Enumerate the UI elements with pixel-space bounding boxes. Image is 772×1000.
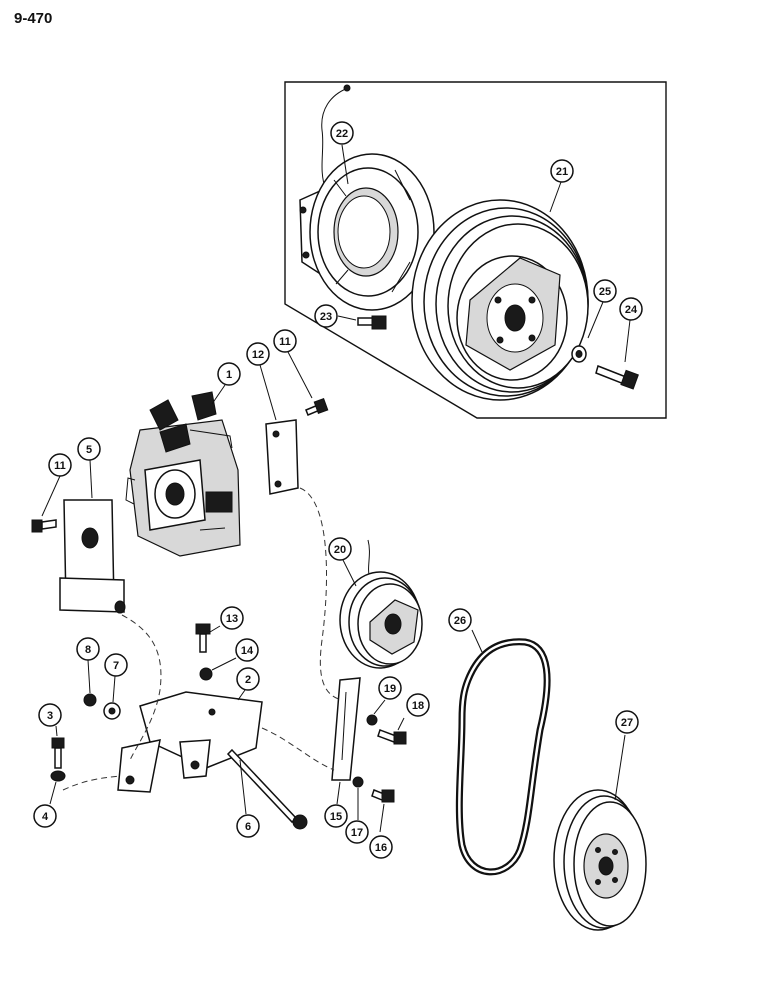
svg-text:11: 11	[279, 336, 291, 348]
svg-text:23: 23	[320, 311, 332, 323]
mounting-bracket-2	[117, 691, 263, 793]
compressor	[125, 391, 241, 557]
svg-text:19: 19	[384, 683, 396, 695]
svg-text:18: 18	[412, 700, 424, 712]
washer-19	[366, 714, 378, 726]
callout-23: 23	[314, 304, 338, 328]
svg-text:5: 5	[86, 444, 92, 456]
page-number: 9-470	[14, 10, 53, 27]
callout-4: 4	[33, 804, 57, 828]
callout-21: 21	[550, 159, 574, 183]
adjusting-strap-15	[331, 677, 361, 781]
long-bolt-6	[226, 748, 298, 824]
svg-text:15: 15	[330, 811, 342, 823]
washer-17	[352, 776, 364, 788]
mounting-plate-5	[59, 499, 126, 614]
svg-text:11: 11	[54, 460, 66, 472]
callout-2: 2	[236, 667, 260, 691]
svg-text:8: 8	[85, 644, 91, 656]
callout-1: 1	[217, 362, 241, 386]
svg-text:7: 7	[113, 660, 119, 672]
inset-panel-outline	[284, 81, 667, 419]
svg-text:4: 4	[42, 811, 49, 823]
svg-text:3: 3	[47, 710, 53, 722]
svg-text:1: 1	[226, 369, 232, 381]
clutch-coil	[299, 84, 435, 311]
svg-text:17: 17	[351, 827, 363, 839]
callout-13: 14	[235, 638, 259, 662]
callout-3: 3	[38, 703, 62, 727]
callout-5: 5	[77, 437, 101, 461]
bolt-11-left	[31, 519, 57, 533]
callout-19: 19	[378, 676, 402, 700]
svg-text:25: 25	[599, 286, 611, 298]
callout-12: 13	[220, 606, 244, 630]
lockwasher-13	[199, 667, 213, 681]
svg-text:16: 16	[375, 842, 387, 854]
bolt-23	[357, 315, 387, 330]
svg-text:26: 26	[454, 615, 466, 627]
svg-text:6: 6	[245, 821, 251, 833]
callout-16: 16	[369, 835, 393, 859]
svg-text:21: 21	[556, 166, 568, 178]
callout-7: 7	[104, 653, 128, 677]
clutch-pulley	[411, 199, 589, 401]
svg-text:13: 13	[226, 613, 238, 625]
nut-8	[83, 693, 97, 707]
callout-25: 25	[593, 279, 617, 303]
callout-18: 18	[406, 693, 430, 717]
washer-4	[50, 770, 66, 782]
callout-8: 8	[76, 637, 100, 661]
callout-26: 26	[448, 608, 472, 632]
callout-14: 12	[246, 342, 270, 366]
drive-belt-26	[455, 638, 551, 876]
bolt-18	[377, 729, 407, 745]
svg-text:12: 12	[252, 349, 264, 361]
svg-text:27: 27	[621, 717, 633, 729]
leader-lines	[41, 144, 631, 833]
bolt-24	[595, 365, 639, 390]
svg-text:14: 14	[241, 645, 254, 657]
callout-24: 24	[619, 297, 643, 321]
callout-22: 22	[330, 121, 354, 145]
callout-6: 6	[236, 814, 260, 838]
callout-15: 15	[324, 804, 348, 828]
bracket-14	[265, 419, 299, 495]
svg-text:20: 20	[334, 544, 346, 556]
callout-11-left: 11	[48, 453, 72, 477]
svg-text:24: 24	[625, 304, 638, 316]
clutch-assembly-20	[339, 539, 423, 669]
crankshaft-pulley-27	[553, 789, 647, 931]
bolt-16	[371, 789, 395, 803]
bolt-12	[195, 623, 211, 635]
svg-text:22: 22	[336, 128, 348, 140]
callout-27: 27	[615, 710, 639, 734]
svg-text:2: 2	[245, 674, 251, 686]
bolt-3	[51, 737, 65, 749]
callout-20: 20	[328, 537, 352, 561]
callout-11-right: 11	[273, 329, 297, 353]
bolt-11-right	[305, 398, 329, 416]
callout-17: 17	[345, 820, 369, 844]
